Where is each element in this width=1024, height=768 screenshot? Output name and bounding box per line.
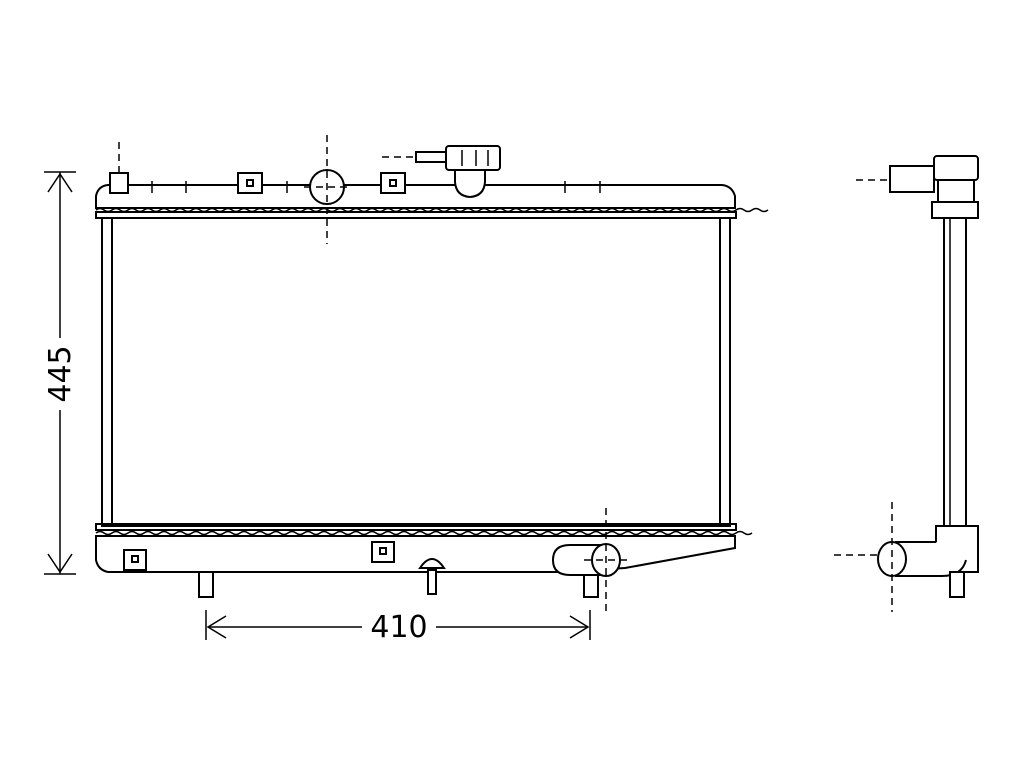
drain-plug-bracket	[109, 172, 129, 194]
outlet-pipe	[551, 508, 628, 612]
filler-cap	[382, 145, 501, 199]
bottom-tank	[95, 523, 753, 573]
width-dimension-label: 410	[370, 610, 427, 645]
top-tank	[95, 181, 769, 219]
radiator-front-view	[95, 135, 769, 612]
drain-valve	[418, 558, 446, 595]
top-fittings	[109, 135, 501, 244]
side-filler-cap	[856, 155, 979, 219]
radiator-side-view	[834, 155, 979, 612]
radiator-core	[101, 217, 731, 527]
height-dimension: 445	[43, 171, 78, 575]
bottom-fittings	[123, 508, 628, 612]
width-dimension: 410	[205, 610, 591, 645]
side-outlet	[834, 502, 979, 612]
mount-pin-left	[198, 571, 214, 598]
height-dimension-label: 445	[43, 345, 78, 402]
